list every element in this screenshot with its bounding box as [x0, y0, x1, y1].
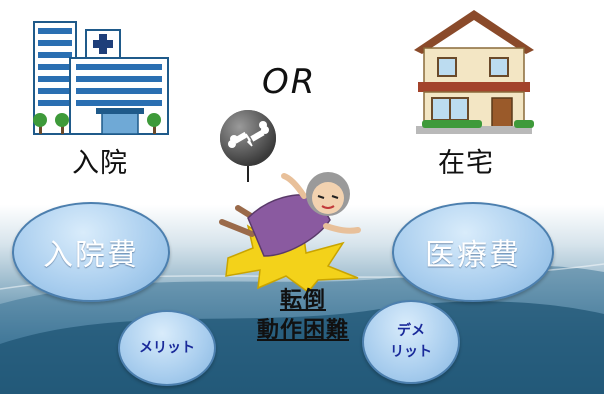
- falling-elderly-icon: [219, 110, 361, 294]
- hospital-icon: [33, 21, 169, 135]
- demerit-label-line1: デメ: [397, 323, 425, 339]
- demerit-bubble: デメ リット: [362, 300, 460, 384]
- or-label: OR: [262, 62, 317, 102]
- hospital-caption: 入院: [72, 148, 128, 179]
- hospital-cost-label: 入院費: [43, 238, 139, 273]
- merit-label: メリット: [139, 339, 195, 356]
- home-caption: 在宅: [438, 148, 494, 179]
- hospital-cost-bubble: 入院費: [12, 202, 170, 302]
- medical-cost-bubble: 医療費: [392, 202, 554, 302]
- medical-cost-label: 医療費: [425, 238, 521, 273]
- house-icon: [414, 10, 534, 134]
- demerit-label-line2: リット: [390, 344, 432, 360]
- merit-bubble: メリット: [118, 310, 216, 386]
- movement-difficulty-label: 動作困難: [256, 318, 349, 343]
- broken-bone-icon: [228, 121, 269, 148]
- fall-label: 転倒: [279, 288, 326, 313]
- demerit-label: デメ リット: [390, 321, 432, 363]
- fall-difficulty-text: 転倒 動作困難: [238, 286, 368, 346]
